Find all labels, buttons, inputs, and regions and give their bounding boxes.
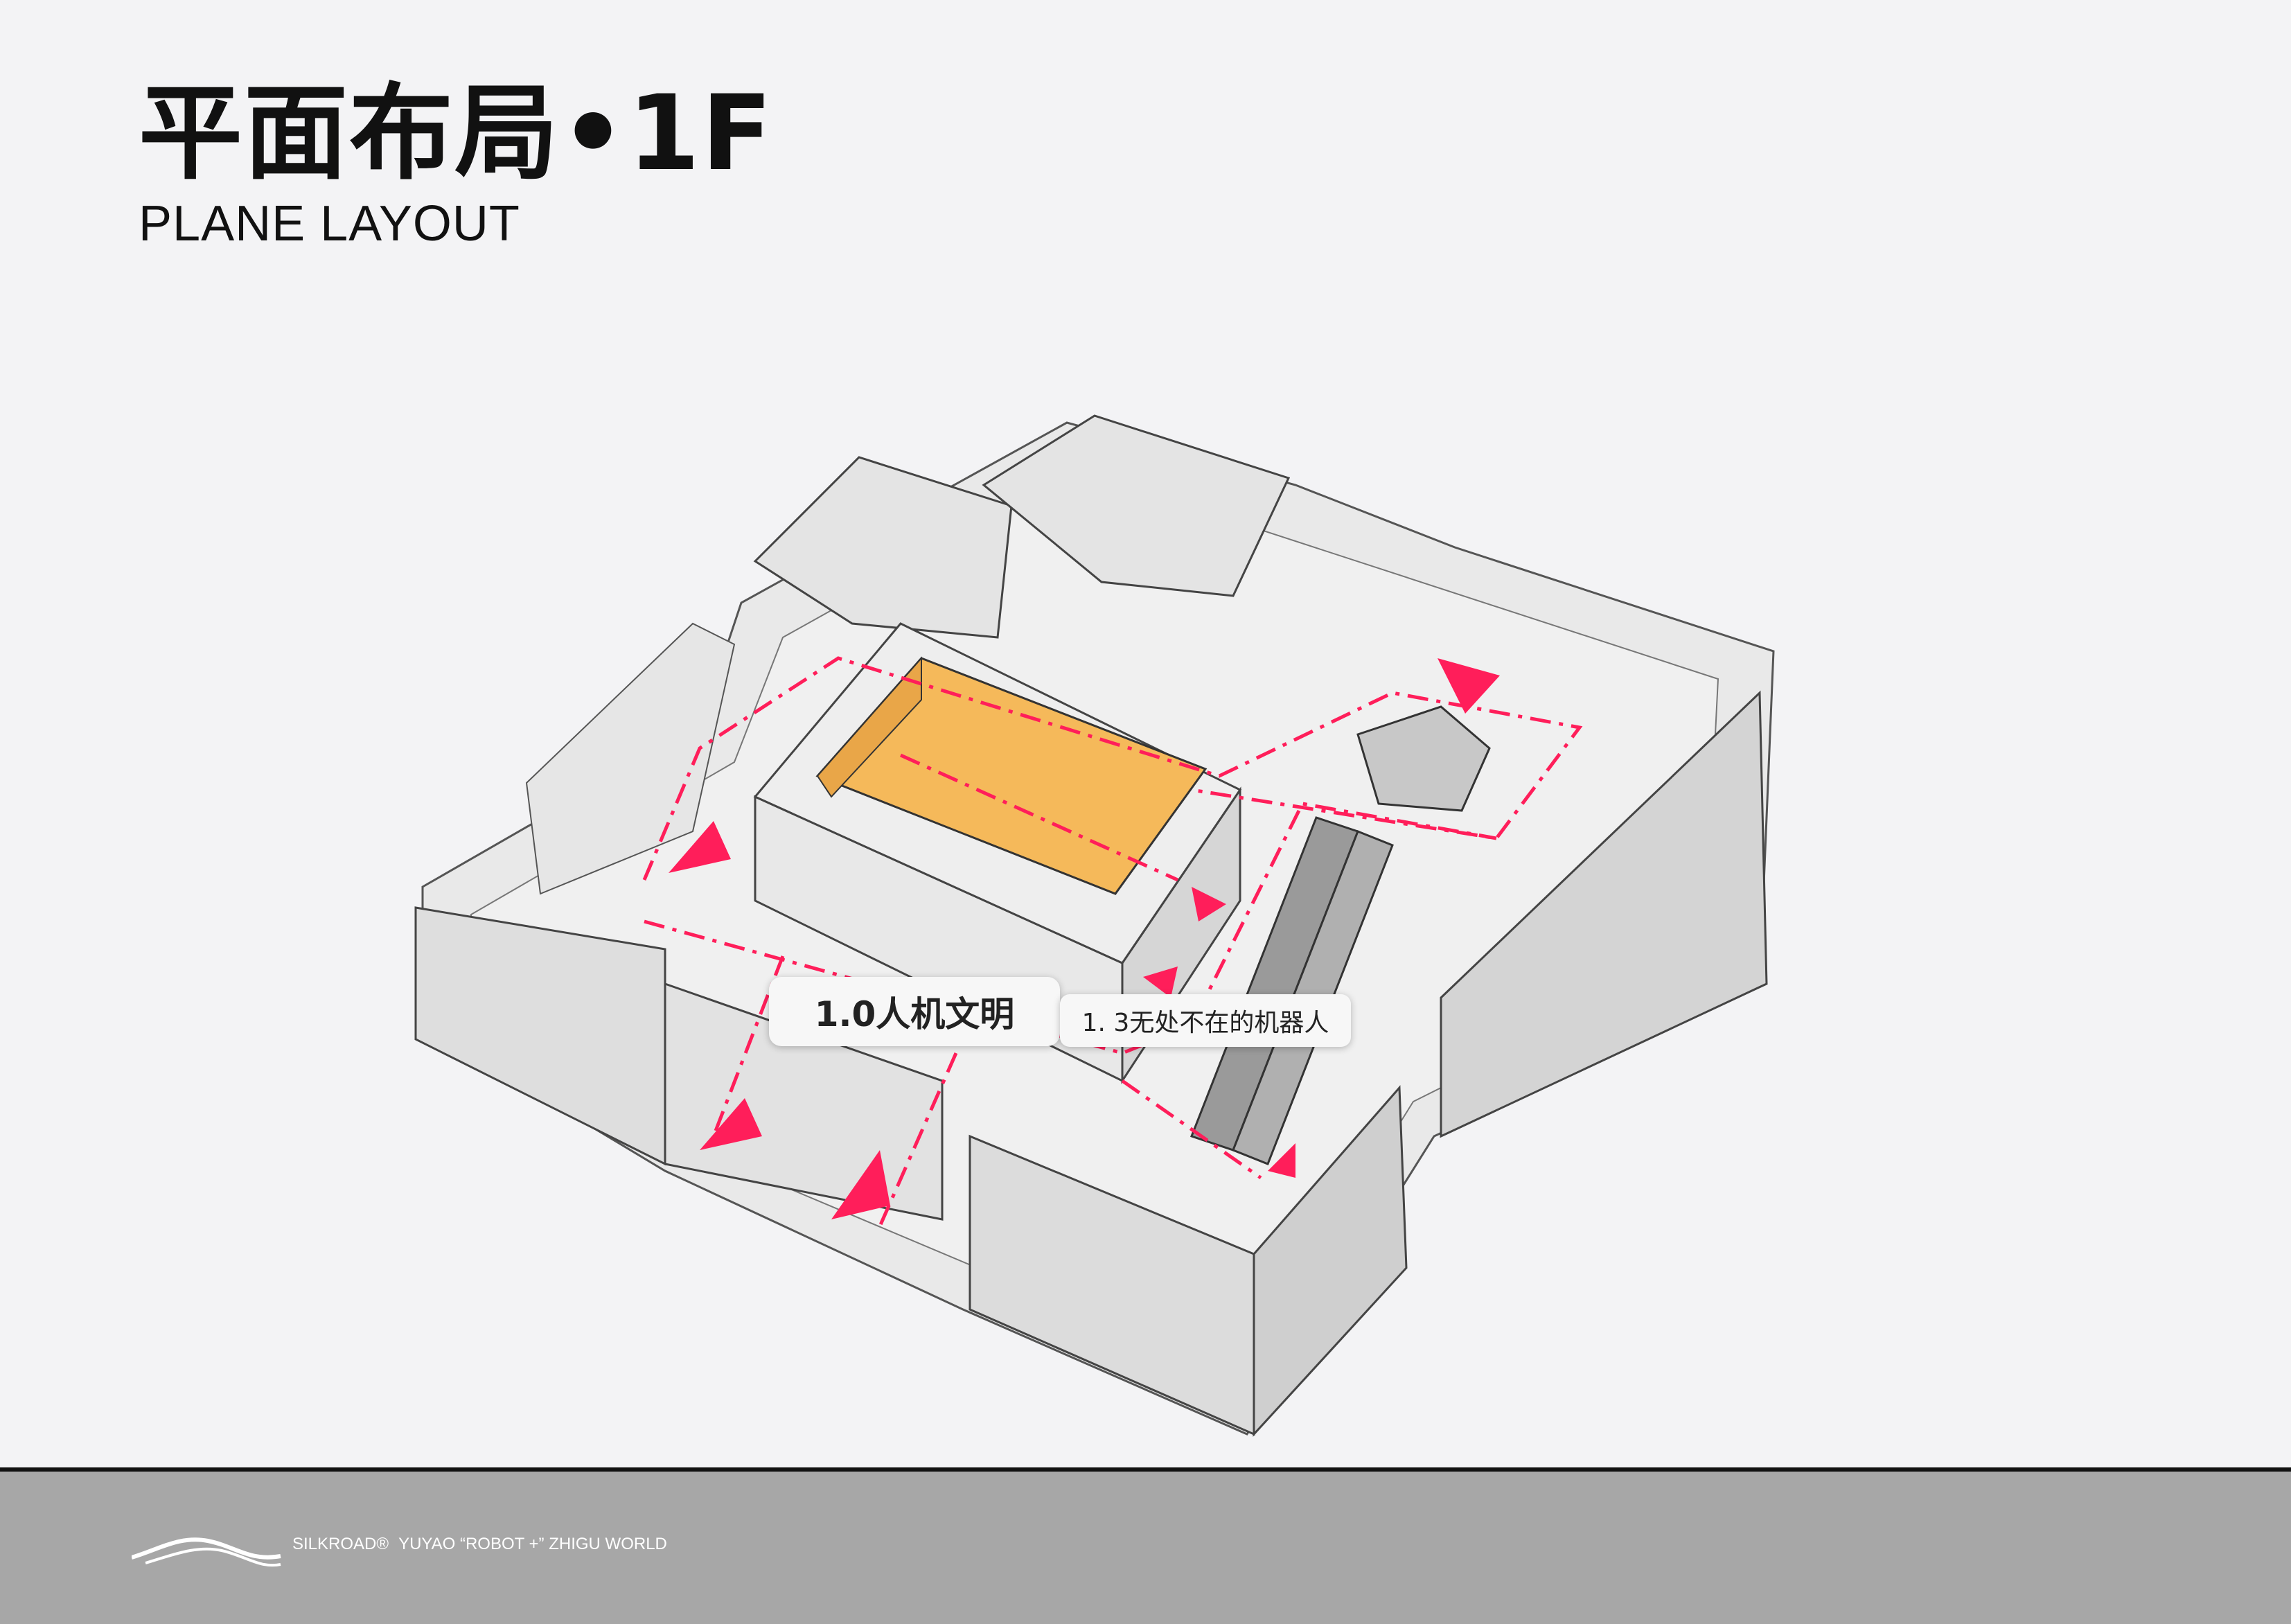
page-subtitle: PLANE LAYOUT: [139, 196, 520, 251]
route-arrow-icon: [669, 658, 1500, 1219]
footer-bar: SILKROAD® YUYAO “ROBOT +” ZHIGU WORLD: [0, 1467, 2291, 1624]
back-room-right: [982, 414, 1291, 597]
silkroad-wave-icon: [132, 1537, 281, 1567]
title-block: 平面布局•1F PLANE LAYOUT: [139, 82, 774, 252]
footer-subtitle: YUYAO “ROBOT +” ZHIGU WORLD: [398, 1535, 667, 1553]
right-wall: [1253, 1085, 1408, 1437]
route-arrow-3: [831, 1150, 890, 1219]
back-room-left: [753, 456, 1013, 639]
route-arrow-2: [700, 1098, 762, 1150]
route-arrow-4: [1438, 658, 1500, 714]
front-wall-left: [414, 906, 666, 1166]
left-wing: [525, 622, 736, 895]
zone-label-sub: 1. 3无处不在的机器人: [1060, 994, 1351, 1047]
page-title: 平面布局•1F: [139, 73, 774, 194]
east-wall: [1440, 690, 1768, 1138]
route-arrow-6: [1143, 967, 1178, 998]
route-arrow-5: [1192, 887, 1226, 921]
zone-label-main: 1.0人机文明: [769, 977, 1060, 1046]
footer-brand-name: SILKROAD®: [292, 1535, 389, 1553]
route-arrow-1: [669, 821, 731, 873]
footer-brand: SILKROAD® YUYAO “ROBOT +” ZHIGU WORLD: [132, 1528, 667, 1570]
atrium-inner-wall: [816, 656, 922, 798]
exhibit-pod: [1356, 705, 1491, 812]
route-arrow-7: [1268, 1143, 1295, 1178]
